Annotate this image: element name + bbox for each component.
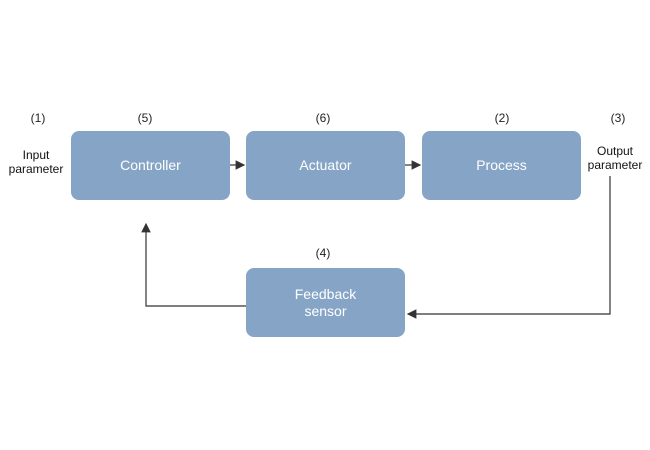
output-number: (3) bbox=[610, 111, 626, 125]
input-number: (1) bbox=[30, 111, 46, 125]
input-parameter-label: Input parameter bbox=[8, 148, 64, 176]
controller-label: Controller bbox=[120, 157, 181, 173]
output-parameter-label: Output parameter bbox=[587, 144, 643, 172]
arrow-feedback-to-controller bbox=[141, 222, 246, 307]
actuator-block: Actuator bbox=[246, 131, 405, 200]
feedback-sensor-block: Feedback sensor bbox=[246, 268, 405, 337]
actuator-label: Actuator bbox=[299, 157, 352, 173]
process-number: (2) bbox=[494, 111, 510, 125]
actuator-number: (6) bbox=[315, 111, 331, 125]
feedback-number: (4) bbox=[315, 246, 331, 260]
process-label: Process bbox=[476, 157, 527, 173]
controller-block: Controller bbox=[71, 131, 230, 200]
feedback-label-line2: sensor bbox=[304, 302, 347, 319]
arrow-output-to-feedback bbox=[406, 176, 611, 319]
controller-number: (5) bbox=[137, 111, 153, 125]
feedback-label-line1: Feedback bbox=[294, 285, 357, 302]
process-block: Process bbox=[422, 131, 581, 200]
